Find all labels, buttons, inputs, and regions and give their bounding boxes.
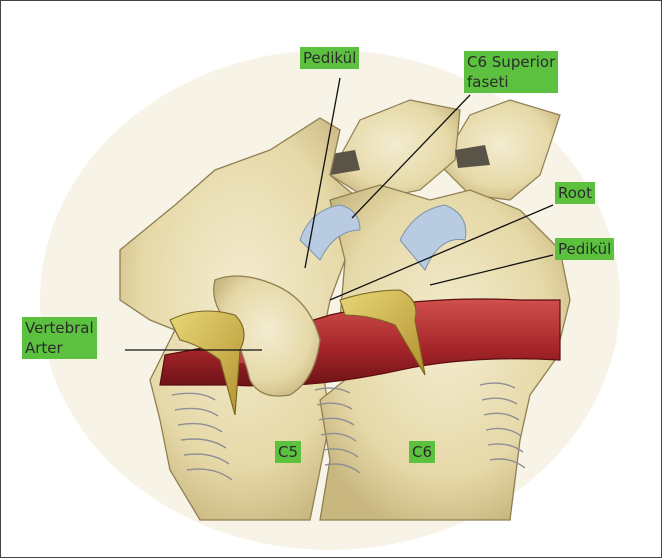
label-c6-text: C6 xyxy=(412,443,432,461)
label-vertebral-line2: Arter xyxy=(25,338,94,358)
label-pedikul-top: Pedikül xyxy=(300,47,359,69)
label-c6-superior-faseti: C6 Superior faseti xyxy=(464,51,558,93)
label-root: Root xyxy=(555,182,595,204)
label-c6: C6 xyxy=(409,441,435,463)
label-c5-text: C5 xyxy=(278,443,298,461)
label-c5: C5 xyxy=(275,441,301,463)
label-root-text: Root xyxy=(558,184,592,202)
label-c6-superior-line2: faseti xyxy=(467,72,555,92)
label-vertebral-line1: Vertebral xyxy=(25,318,94,338)
label-vertebral-arter: Vertebral Arter xyxy=(22,317,97,359)
label-c6-superior-line1: C6 Superior xyxy=(467,52,555,72)
label-pedikul-right-text: Pedikül xyxy=(558,240,611,258)
label-pedikul-right: Pedikül xyxy=(555,238,614,260)
label-pedikul-top-text: Pedikül xyxy=(303,49,356,67)
